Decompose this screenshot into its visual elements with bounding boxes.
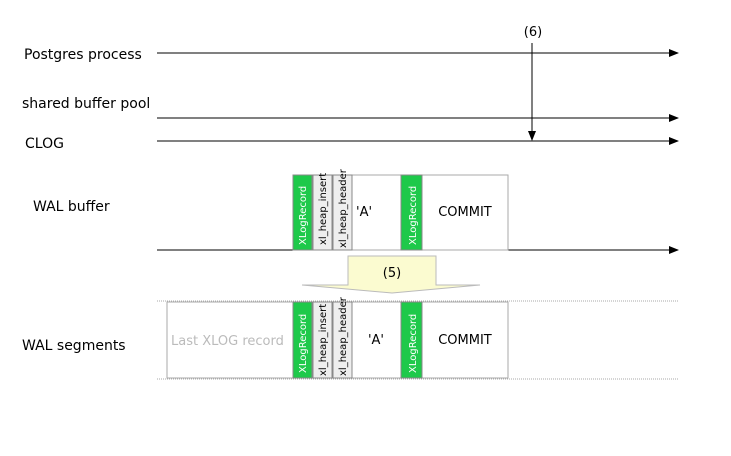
- xl-heap-insert-cell: [312, 174, 333, 251]
- commit-text: COMMIT: [438, 205, 492, 220]
- label-shared-buffer-pool: shared buffer pool: [22, 96, 150, 112]
- wal-segments-block: Last XLOG record XLogRecord xl_heap_inse…: [166, 296, 509, 379]
- xl-heap-insert-cell: [312, 301, 333, 379]
- xlogrecord-text: XLogRecord: [298, 186, 309, 245]
- step-6-label: (6): [524, 25, 542, 40]
- step-5-label: (5): [383, 266, 401, 281]
- label-postgres-process: Postgres process: [24, 47, 142, 63]
- step-5-arrow: (5): [301, 255, 481, 294]
- xl-heap-insert-text: xl_heap_insert: [318, 173, 329, 245]
- xl-heap-header-cell: [332, 174, 353, 251]
- xl-heap-header-text: xl_heap_header: [338, 296, 349, 376]
- xlogrecord-cell: [292, 301, 313, 379]
- xlogrecord-text: XLogRecord: [408, 314, 419, 373]
- xl-heap-header-cell: [332, 301, 353, 379]
- wal-buffer-block: XLogRecord xl_heap_insert xl_heap_header…: [292, 168, 509, 251]
- xlogrecord-cell: [292, 174, 313, 251]
- label-wal-segments: WAL segments: [22, 338, 126, 354]
- xlogrecord-cell: [400, 174, 423, 251]
- label-wal-buffer: WAL buffer: [33, 199, 110, 215]
- xl-heap-header-text: xl_heap_header: [338, 168, 349, 248]
- data-text: 'A': [356, 205, 372, 220]
- xlogrecord-cell: [400, 301, 423, 379]
- xlogrecord-text: XLogRecord: [298, 314, 309, 373]
- xl-heap-insert-text: xl_heap_insert: [318, 304, 329, 376]
- xlogrecord-text: XLogRecord: [408, 186, 419, 245]
- label-clog: CLOG: [25, 136, 64, 152]
- last-xlog-record-text: Last XLOG record: [171, 334, 284, 349]
- data-text: 'A': [368, 333, 384, 348]
- commit-text: COMMIT: [438, 333, 492, 348]
